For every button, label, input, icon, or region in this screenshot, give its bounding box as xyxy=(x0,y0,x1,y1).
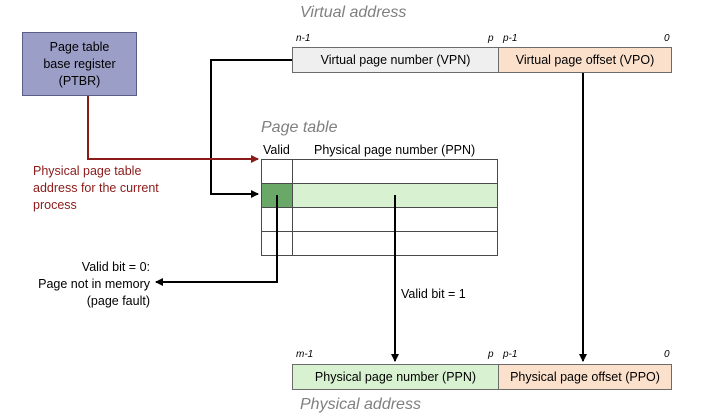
ptbr-line-2: base register xyxy=(43,56,116,71)
page-table-title: Page table xyxy=(261,119,338,136)
vpo-box: Virtual page offset (VPO) xyxy=(498,47,672,73)
ptbr-note-line-1: Physical page table xyxy=(33,164,142,178)
ppn-header: Physical page number (PPN) xyxy=(314,143,476,157)
valid-column-divider xyxy=(292,159,293,256)
invalid-note: Valid bit = 0: Page not in memory (page … xyxy=(30,259,150,310)
ptbr-line-3: (PTBR) xyxy=(58,73,101,88)
invalid-note-line-2: Page not in memory xyxy=(38,277,150,291)
invalid-note-line-1: Valid bit = 0: xyxy=(81,260,150,274)
vpn-index-arrow xyxy=(210,59,292,198)
va-bit-n-minus-1: n-1 xyxy=(296,33,311,44)
pa-bit-0: 0 xyxy=(664,349,670,360)
ptbr-box: Page table base register (PTBR) xyxy=(22,32,137,96)
ptbr-note: Physical page table address for the curr… xyxy=(33,163,159,214)
vpn-box: Virtual page number (VPN) xyxy=(292,47,499,73)
invalid-note-line-3: (page fault) xyxy=(86,294,150,308)
page-table-row xyxy=(261,231,498,256)
virtual-address-title: Virtual address xyxy=(300,4,407,21)
ptbr-line-1: Page table xyxy=(49,39,110,54)
page-table-row-selected xyxy=(261,183,498,208)
ppo-box: Physical page offset (PPO) xyxy=(498,364,672,390)
physical-address-title: Physical address xyxy=(300,396,421,413)
valid-note: Valid bit = 1 xyxy=(401,287,466,301)
va-bit-0: 0 xyxy=(664,33,670,44)
ptbr-note-line-2: address for the current xyxy=(33,181,159,195)
pa-bit-p-minus-1: p-1 xyxy=(503,349,518,360)
va-bit-p-minus-1: p-1 xyxy=(503,33,518,44)
ppn-box: Physical page number (PPN) xyxy=(292,364,499,390)
ptbr-note-line-3: process xyxy=(33,198,77,212)
ptbr-arrow xyxy=(87,96,259,163)
pa-bit-m-minus-1: m-1 xyxy=(296,349,314,360)
pa-bit-p: p xyxy=(488,349,494,360)
page-fault-arrow xyxy=(155,195,278,286)
va-bit-p: p xyxy=(488,33,494,44)
valid-header: Valid xyxy=(263,143,290,157)
